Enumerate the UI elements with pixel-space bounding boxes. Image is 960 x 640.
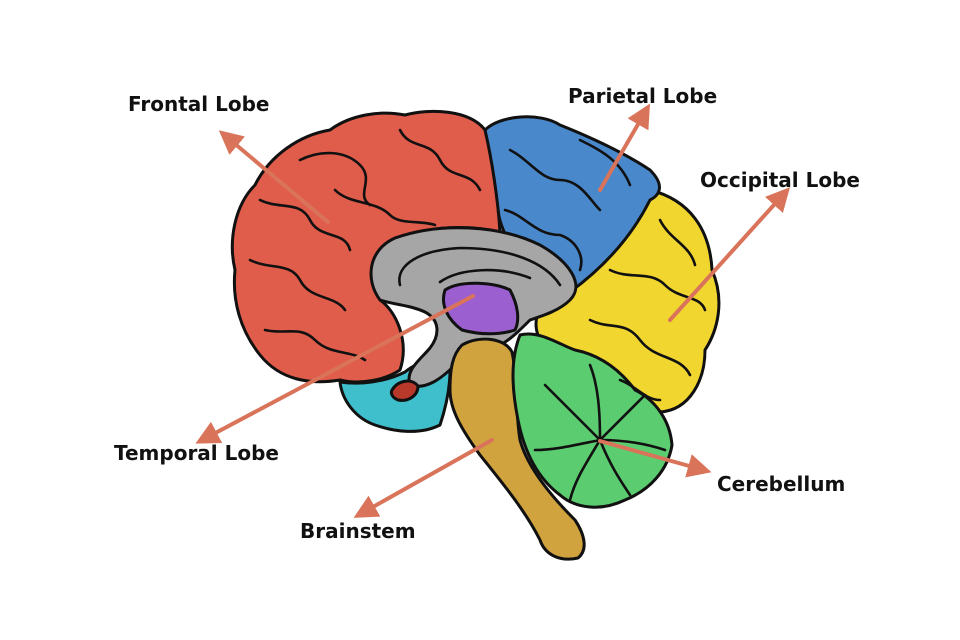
cerebellum-folia (598, 438, 667, 452)
occipital-gyrus (588, 318, 692, 377)
cerebellum-folia (598, 438, 632, 497)
frontal-lobe-arrow (218, 130, 330, 224)
parietal-lobe-arrow (598, 103, 651, 192)
cerebellum-arrow (598, 439, 712, 478)
temporal-lobe-arrow (195, 294, 475, 444)
corpus-callosum-inner-line (398, 246, 562, 287)
brainstem-label: Brainstem (300, 519, 416, 543)
parietal-gyrus (503, 208, 583, 272)
frontal-gyrus (298, 151, 372, 207)
cerebellum-folia (568, 438, 602, 502)
frontal-gyrus (398, 128, 482, 192)
thalamus-region (442, 281, 520, 336)
parietal-lobe-label: Parietal Lobe (568, 84, 718, 108)
occipital-lobe-label: Occipital Lobe (700, 168, 860, 192)
frontal-gyrus (258, 198, 352, 252)
occipital-gyrus (658, 218, 697, 267)
amygdala-region (389, 379, 420, 402)
occipital-lobe-arrow (668, 187, 791, 322)
temporal-lobe-label: Temporal Lobe (114, 441, 279, 465)
frontal-lobe-label: Frontal Lobe (128, 92, 270, 116)
cerebellum-label: Cerebellum (717, 472, 846, 496)
brainstem-arrow (353, 438, 494, 518)
cerebellum-folia (588, 363, 602, 442)
frontal-gyrus (248, 258, 347, 312)
cerebellum-folia (543, 383, 602, 442)
fornix-line (438, 268, 532, 284)
cerebellum-folia (533, 438, 602, 452)
parietal-gyrus (508, 148, 602, 212)
cerebellum-folia (598, 393, 647, 442)
frontal-gyrus (333, 188, 437, 227)
frontal-gyrus (263, 328, 367, 362)
occipital-gyrus (618, 378, 662, 402)
occipital-gyrus (608, 268, 707, 312)
parietal-gyrus (578, 138, 632, 187)
cerebellum-region (511, 332, 674, 509)
